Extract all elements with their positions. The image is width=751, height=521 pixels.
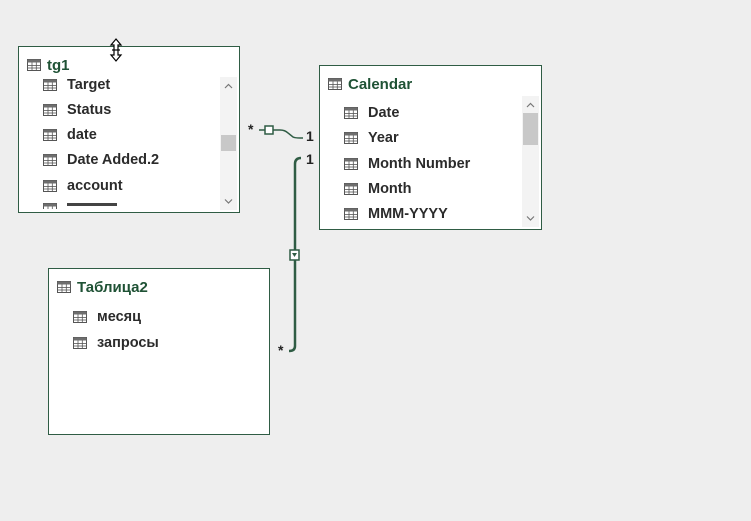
table-grid-icon — [73, 337, 87, 349]
field-item[interactable]: account — [43, 176, 123, 196]
table-grid-icon — [43, 79, 57, 91]
field-item[interactable]: Month Number — [344, 154, 470, 174]
table-card-calendar[interactable]: Calendar Date Year Month Number Month MM… — [319, 65, 542, 230]
field-label: Month — [368, 181, 412, 197]
table-grid-icon — [73, 311, 87, 323]
field-label: date — [67, 127, 97, 143]
field-label: Target — [67, 77, 111, 93]
table-title: Таблица2 — [77, 278, 148, 296]
scroll-thumb[interactable] — [221, 135, 236, 151]
field-item[interactable]: date — [43, 125, 97, 145]
chevron-down-icon[interactable] — [220, 194, 237, 208]
scroll-thumb[interactable] — [523, 113, 538, 145]
cardinality-one-label: 1 — [306, 128, 314, 144]
field-label: Date Added.2 — [67, 152, 160, 168]
table-title: tg1 — [47, 56, 70, 74]
relationship-end-marker-icon — [264, 125, 274, 135]
chevron-down-icon[interactable] — [522, 211, 539, 225]
field-label: месяц — [97, 309, 142, 325]
table-grid-icon — [328, 78, 342, 90]
table-grid-icon — [43, 203, 57, 209]
field-label: Status — [67, 102, 112, 118]
table-grid-icon — [43, 104, 57, 116]
field-label: Year — [368, 130, 399, 146]
field-label: account — [67, 178, 123, 194]
scrollbar[interactable] — [220, 77, 237, 210]
table-grid-icon — [344, 208, 358, 220]
field-item[interactable]: Date — [344, 103, 399, 123]
field-item[interactable]: Status — [43, 100, 111, 120]
cardinality-many-label: * — [248, 121, 254, 137]
field-item[interactable]: месяц — [73, 307, 141, 327]
table-card-tablica2[interactable]: Таблица2 месяц запросы — [48, 268, 270, 435]
field-label: запросы — [97, 335, 159, 351]
table-card-tg1[interactable]: tg1 Target Status date Date Added.2 acco… — [18, 46, 240, 213]
field-label: Month Number — [368, 156, 471, 172]
field-item[interactable]: запросы — [73, 333, 159, 353]
table-grid-icon — [27, 59, 41, 71]
resize-vertical-cursor-icon — [109, 38, 123, 62]
field-label: Date — [368, 105, 400, 121]
table-title: Calendar — [348, 75, 413, 93]
table-grid-icon — [57, 281, 71, 293]
table-grid-icon — [43, 180, 57, 192]
table-grid-icon — [43, 129, 57, 141]
table-grid-icon — [344, 107, 358, 119]
table-grid-icon — [43, 154, 57, 166]
field-item[interactable]: Date Added.2 — [43, 150, 159, 170]
relationship-line-tg1-calendar[interactable] — [259, 129, 303, 139]
table-header-tablica2[interactable]: Таблица2 — [57, 277, 148, 297]
table-grid-icon — [344, 132, 358, 144]
cardinality-many-label: * — [278, 342, 284, 358]
table-grid-icon — [344, 158, 358, 170]
cardinality-one-label: 1 — [306, 151, 314, 167]
table-header-tg1[interactable]: tg1 — [27, 55, 70, 75]
field-item[interactable]: Month — [344, 179, 411, 199]
field-item[interactable]: Target — [43, 75, 110, 95]
field-item[interactable]: MMM-YYYY — [344, 204, 448, 224]
scrollbar[interactable] — [522, 96, 539, 227]
table-header-calendar[interactable]: Calendar — [328, 74, 412, 94]
table-grid-icon — [344, 183, 358, 195]
field-item[interactable]: Year — [344, 128, 399, 148]
chevron-up-icon[interactable] — [220, 79, 237, 93]
chevron-up-icon[interactable] — [522, 98, 539, 112]
field-item-partial — [43, 203, 153, 209]
field-label: MMM-YYYY — [368, 206, 448, 222]
